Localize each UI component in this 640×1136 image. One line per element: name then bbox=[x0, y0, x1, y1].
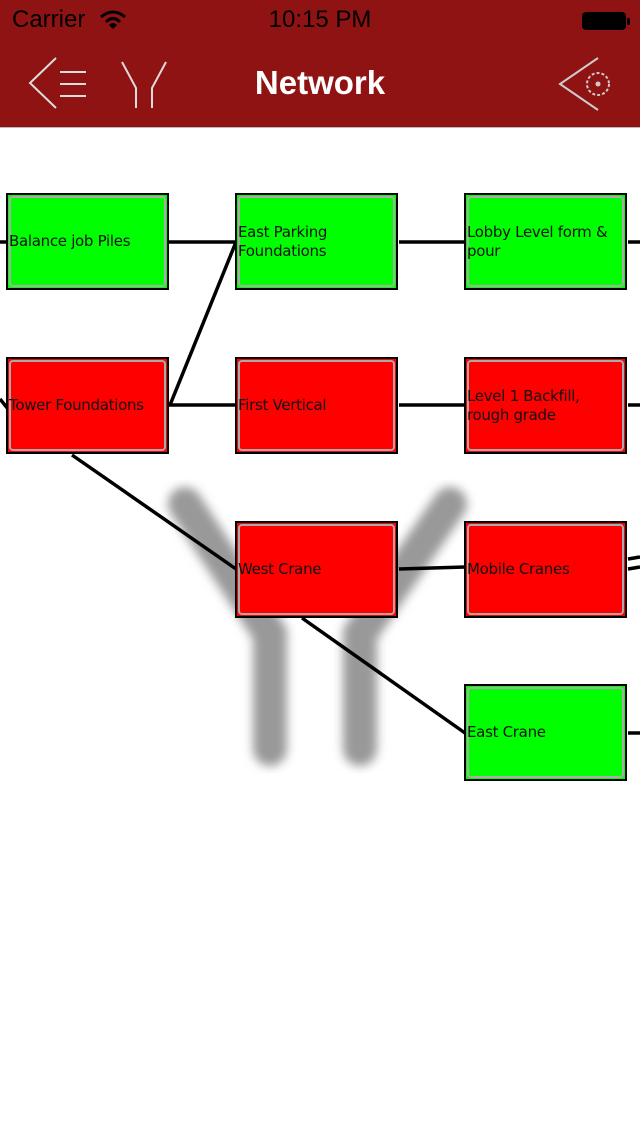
antenna-watermark-icon bbox=[168, 487, 467, 766]
node-west-crane[interactable]: West Crane bbox=[235, 521, 398, 618]
page-title: Network bbox=[254, 64, 386, 101]
back-menu-icon[interactable] bbox=[26, 52, 90, 114]
edge bbox=[398, 565, 466, 571]
network-canvas[interactable]: Balance job Piles East Parking Foundatio… bbox=[0, 129, 640, 1136]
network-edges bbox=[0, 240, 640, 766]
node-first-vertical[interactable]: First Vertical bbox=[235, 357, 398, 454]
node-level-1-backfill[interactable]: Level 1 Backfill, rough grade bbox=[464, 357, 627, 454]
node-east-parking-foundations[interactable]: East Parking Foundations bbox=[235, 193, 398, 290]
carrier-label: Carrier bbox=[12, 6, 86, 33]
edge bbox=[300, 616, 467, 735]
node-mobile-cranes[interactable]: Mobile Cranes bbox=[464, 521, 627, 618]
node-label: Mobile Cranes bbox=[467, 560, 570, 578]
node-label: West Crane bbox=[238, 560, 322, 578]
edge bbox=[627, 555, 640, 561]
settings-icon[interactable] bbox=[556, 52, 616, 114]
node-label: East Crane bbox=[467, 723, 546, 741]
node-label: Balance job Piles bbox=[9, 232, 131, 250]
node-label: Level 1 Backfill, rough grade bbox=[467, 386, 580, 424]
edge bbox=[168, 241, 238, 406]
node-lobby-level[interactable]: Lobby Level form & pour bbox=[464, 193, 627, 290]
node-tower-foundations[interactable]: Tower Foundations bbox=[6, 357, 169, 454]
node-label: East Parking Foundations bbox=[238, 222, 328, 260]
node-east-crane[interactable]: East Crane bbox=[464, 684, 627, 781]
node-label: First Vertical bbox=[238, 396, 327, 414]
node-label: Lobby Level form & pour bbox=[467, 222, 608, 260]
edge-group bbox=[0, 240, 640, 735]
node-label: Tower Foundations bbox=[9, 396, 144, 414]
antenna-icon[interactable] bbox=[120, 52, 170, 110]
edge bbox=[71, 453, 237, 571]
wifi-icon bbox=[100, 10, 126, 29]
clock: 10:15 PM bbox=[268, 6, 372, 33]
nav-bar: Carrier 10:15 PM Network bbox=[0, 0, 640, 128]
edge bbox=[627, 565, 640, 571]
node-balance-job-piles[interactable]: Balance job Piles bbox=[6, 193, 169, 290]
battery-icon bbox=[582, 12, 630, 30]
